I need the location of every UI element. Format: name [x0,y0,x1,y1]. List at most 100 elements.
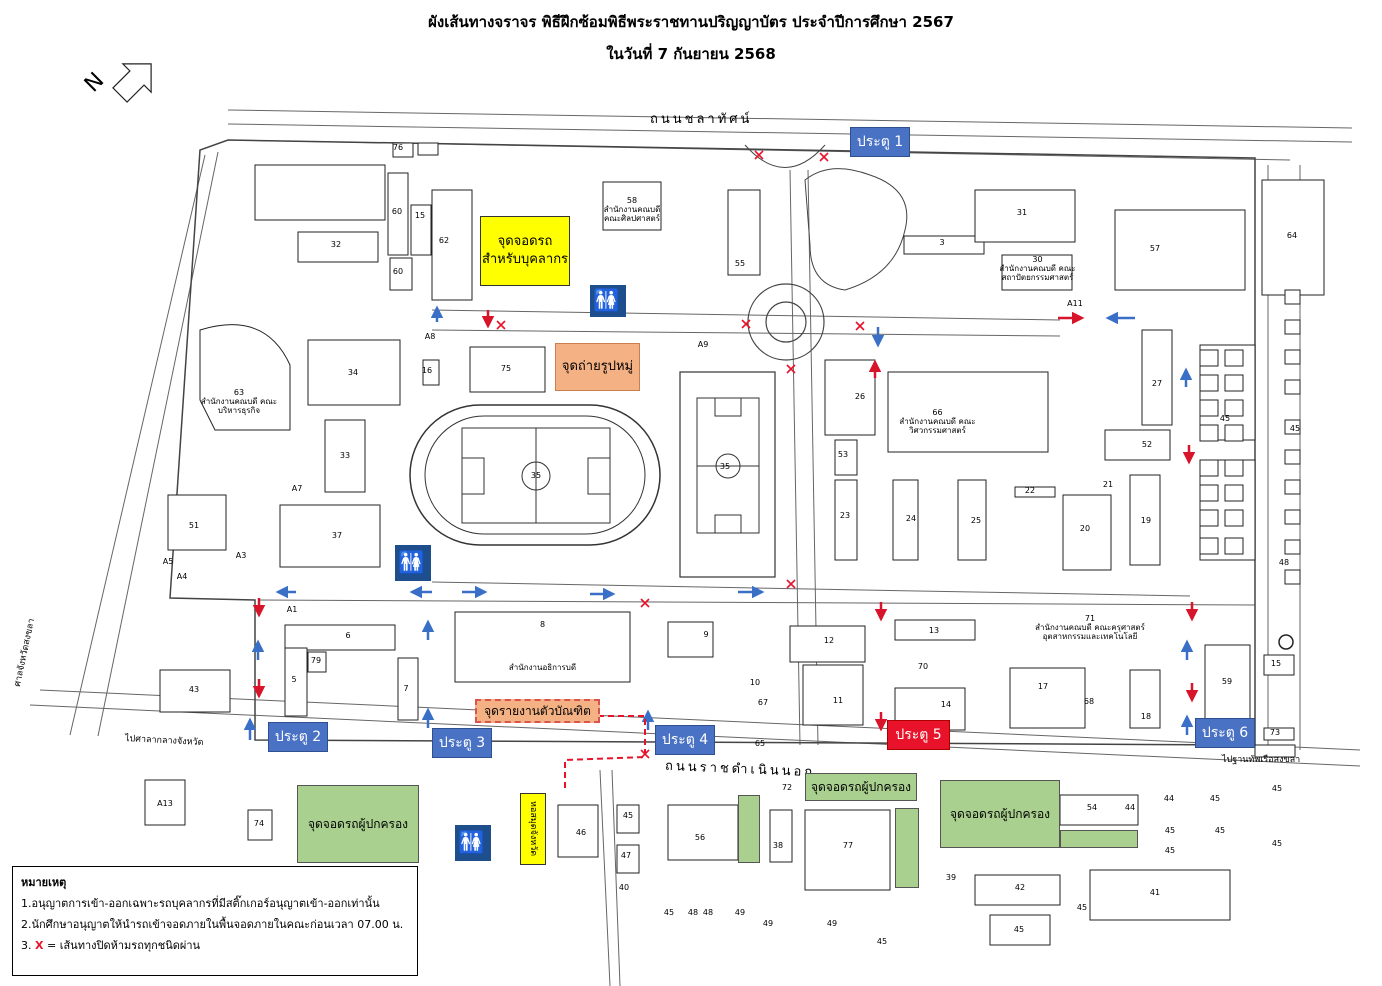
note-item-2: 2.นักศึกษาอนุญาตให้นำรถเข้าจอดภายในพื้นจ… [21,917,404,931]
staff-parking-line2: สำหรับบุคลากร [481,252,569,267]
building-66-name: สำนักงานคณบดี คณะวิศวกรรมศาสตร์ [899,417,976,436]
building-number: A1 [286,605,298,614]
road-top-label: ถนนชลาทัศน์ [650,112,753,127]
building-number: 45 [1164,846,1176,855]
graduate-report-point: จุดรายงานตัวบัณฑิต [475,699,600,723]
building-number: 19 [1140,516,1152,525]
building-number: 56 [694,833,706,842]
building-71-number: 71 [1084,614,1096,623]
building-63-name: สำนักงานคณบดี คณะบริหารธุรกิจ [200,397,278,416]
building-number: 32 [330,240,342,249]
building-number: 45 [622,811,634,820]
building-number: A8 [424,332,436,341]
building-number: 76 [392,143,404,152]
building-number: 48 [687,908,699,917]
gate-1: ประตู 1 [850,127,910,157]
parent-parking-1: จุดจอดรถผู้ปกครอง [297,785,419,863]
building-number: 45 [1164,826,1176,835]
building-number: 20 [1079,524,1091,533]
legend-note: หมายเหตุ 1.อนุญาตการเข้า-ออกเฉพาะรถบุคลา… [12,866,418,976]
building-number: 57 [1149,244,1161,253]
note-item-3-prefix: 3. [21,938,32,952]
lot-grid [1199,289,1301,585]
note-item-3: 3. X = เส้นทางปิดห้ามรถทุกชนิดผ่าน [21,936,409,957]
group-photo-point: จุดถ่ายรูปหมู่ [555,343,640,391]
building-number: 35 [719,462,731,471]
graduate-walk-path [564,715,646,790]
building-number: 45 [1076,903,1088,912]
building-number: 54 [1086,803,1098,812]
roundabout-icon [744,144,908,361]
building-number: 42 [1014,883,1026,892]
stadium [409,404,661,546]
building-number: 45 [1289,424,1301,433]
restroom-icon: 🚻 [455,825,491,861]
building-number: 21 [1102,480,1114,489]
building-number: A4 [176,572,188,581]
building-number: 18 [1140,712,1152,721]
gate-2: ประตู 2 [268,722,328,752]
building-number: 27 [1151,379,1163,388]
building-number: 45 [876,937,888,946]
building-number: 48 [702,908,714,917]
building-number: 73 [1269,728,1281,737]
u-turn-icon [1278,634,1294,650]
building-number: 7 [403,684,409,693]
staff-parking: จุดจอดรถ สำหรับบุคลากร [480,216,570,286]
building-number: 11 [832,696,844,705]
building-number: 38 [772,841,784,850]
restroom-icon: 🚻 [395,545,431,581]
building-number: 60 [392,267,404,276]
building-number: 62 [438,236,450,245]
building-number: 55 [734,259,746,268]
note-item-1: 1.อนุญาตการเข้า-ออกเฉพาะรถบุคลากรที่มีสต… [21,896,380,910]
closed-x-legend-icon: X [35,938,44,952]
building-number: 45 [1013,925,1025,934]
gate-6: ประตู 6 [1195,718,1255,748]
restroom-icon: 🚻 [590,285,626,317]
building-number: 31 [1016,208,1028,217]
building-71-name: สำนักงานคณบดี คณะครุศาสตร์อุตสาหกรรมและเ… [1035,623,1145,642]
building-number: 48 [1278,558,1290,567]
building-number: 72 [781,783,793,792]
gate-4: ประตู 4 [655,725,715,755]
building-63: 63 สำนักงานคณบดี คณะบริหารธุรกิจ [198,388,280,416]
building-number: 5 [291,675,297,684]
building-63-number: 63 [233,388,245,397]
building-number: 16 [421,366,433,375]
map-subtitle: ในวันที่ 7 กันยายน 2568 [606,45,776,63]
parent-parking-2: จุดจอดรถผู้ปกครอง [805,773,917,801]
building-number: 41 [1149,888,1161,897]
building-58: 58 สำนักงานคณบดี คณะศิลปศาสตร์ [600,196,664,224]
building-number: 33 [339,451,351,460]
building-58-name: สำนักงานคณบดี คณะศิลปศาสตร์ [603,205,661,224]
building-30-number: 30 [1032,255,1043,264]
parent-parking-strip-b [895,808,919,888]
note-title: หมายเหตุ [21,876,67,889]
building-number: 79 [310,656,322,665]
gate-3: ประตู 3 [432,728,492,758]
building-number: 15 [414,211,426,220]
building-number: 44 [1124,803,1136,812]
building-number: 34 [347,368,359,377]
building-number: 74 [253,819,265,828]
building-8-name: สำนักงานอธิการบดี [508,663,577,673]
building-number: 52 [1141,440,1153,449]
building-number: 60 [391,207,403,216]
building-number: 15 [1270,659,1282,668]
building-number: 25 [970,516,982,525]
road-right-label: ไปฐานทัพเรือสงขลา [1222,755,1301,765]
building-number: 39 [945,873,957,882]
yellow-vertical-label: หอสมุดจังหวัด [520,793,546,865]
building-number: 45 [1271,839,1283,848]
building-number: 24 [905,514,917,523]
building-number: 45 [1214,826,1226,835]
building-number: 12 [823,636,835,645]
building-number: 45 [1219,414,1231,423]
building-number: 45 [1271,784,1283,793]
building-8-number: 8 [539,620,546,629]
building-number: 51 [188,521,200,530]
staff-parking-line1: จุดจอดรถ [497,234,553,250]
building-number: 10 [749,678,761,687]
